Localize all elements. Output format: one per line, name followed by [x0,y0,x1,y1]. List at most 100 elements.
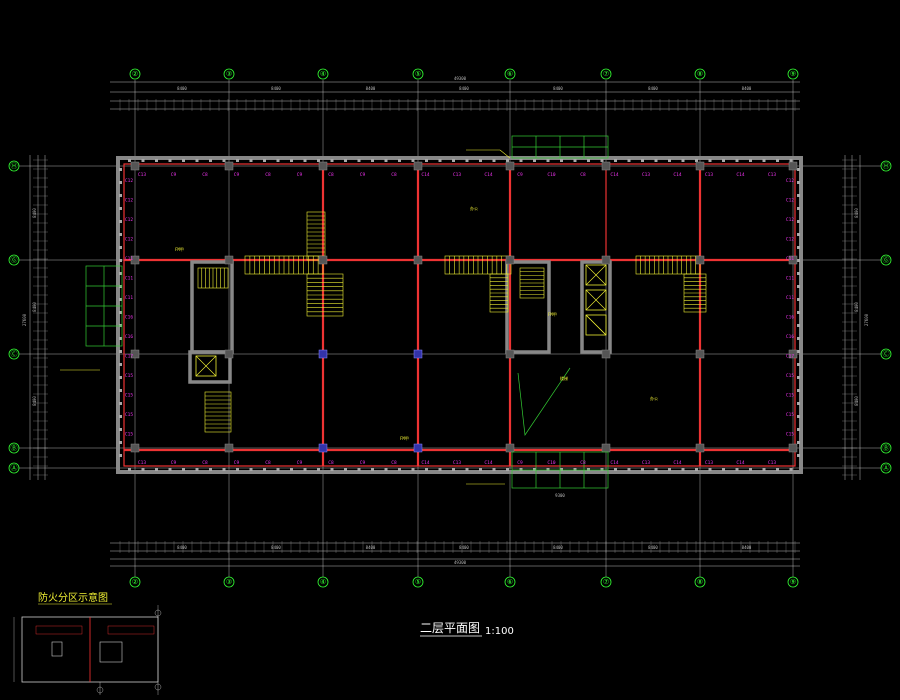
axis-bubble-label: Ⓒ [11,350,18,358]
top-bay-dimension: 8400 [648,86,658,91]
window-mullion [411,468,415,471]
fire-door-label-3: FM甲 [548,312,557,317]
column-label: C8 [328,460,334,466]
window-mullion [797,168,800,171]
axis-bubble-label: Ⓐ [883,464,890,472]
window-mullion [222,159,226,162]
axis-bubble-label: Ⓗ [11,162,18,170]
window-mullion [357,159,361,162]
axis-bubble-circle [8,442,20,454]
axis-bubble-label: Ⓗ [883,162,890,170]
window-mullion [695,159,698,162]
axis-bubble-circle [8,160,20,172]
window-mullion [303,159,307,162]
axis-bubble-label: Ⓖ [883,256,890,264]
column-label: C11 [786,295,794,301]
column-label: C14 [484,172,492,178]
window-mullion [209,468,212,471]
window-mullion [119,246,122,249]
column [505,349,515,359]
window-mullion [195,468,199,471]
window-mullion [722,468,725,471]
window-mullion [587,468,590,471]
column [130,161,140,171]
axis-bubble-label: ⑧ [697,578,703,586]
axis-bubble-label: ⑨ [790,70,796,78]
drawing-title-block: 二层平面图 1:100 [420,621,514,637]
column [413,161,423,171]
window-mullion [119,233,122,236]
axis-bubble-circle [600,68,612,80]
window-mullion [155,159,158,162]
window-mullion [776,468,779,471]
window-mullion [627,159,631,162]
axis-bubble-label: Ⓖ [11,256,18,264]
top-bay-dimension: 8400 [459,86,469,91]
room-label-2: 办公 [650,395,658,401]
axis-bubble-label: Ⓒ [883,350,890,358]
window-mullion [519,159,523,162]
column-label: C15 [125,393,133,399]
axis-bubble-label: ⑦ [603,70,609,78]
column-label: C8 [202,172,208,178]
axis-bubble-circle [317,68,329,80]
column-label: C9 [234,172,240,178]
column-label: C13 [642,172,650,178]
window-mullion [119,350,122,353]
top-bay-dimension: 8400 [271,86,281,91]
top-total-dimension: 49300 [454,76,467,81]
column [318,161,328,171]
window-mullion [465,159,469,162]
window-mullion [438,468,442,471]
window-mullion [236,159,239,162]
column-label: C15 [786,373,794,379]
axis-bubble-label: Ⓑ [11,444,18,452]
window-mullion [119,207,122,210]
column-label: C10 [547,172,555,178]
window-mullion [303,468,307,471]
column-label: C14 [673,172,681,178]
window-mullion [654,468,658,471]
window-mullion [182,468,185,471]
window-mullion [797,389,800,392]
window-mullion [654,159,658,162]
column-label: C14 [484,460,492,466]
window-mullion [641,159,644,162]
window-mullion [560,159,563,162]
annotations: 楼梯 FM甲 FM甲 FM甲 办公 办公 [60,149,658,485]
window-mullion [708,159,712,162]
column-label: C11 [786,276,794,282]
right-total-dimension: 27600 [864,313,869,326]
window-mullion [371,468,374,471]
column-label: C15 [786,393,794,399]
window-mullion [452,159,455,162]
window-mullion [797,350,800,353]
window-mullion [119,168,122,171]
axis-bubble-circle [223,68,235,80]
column [695,161,705,171]
axis-bubble-circle [129,576,141,588]
external-canopies [85,135,609,489]
column-label: C9 [171,460,177,466]
column-label: C15 [125,412,133,418]
column-label: C12 [786,198,794,204]
right-bay-dimension: 8400 [854,302,859,312]
column [695,443,705,453]
drawing-scale: 1:100 [485,626,514,637]
window-mullion [668,468,671,471]
column-label: C14 [421,172,429,178]
window-mullion [222,468,226,471]
axis-bubble-circle [787,576,799,588]
column-label: C9 [360,172,366,178]
window-mullion [546,468,550,471]
column-label: C14 [736,460,744,466]
room-label-1: 办公 [470,205,478,211]
window-mullion [119,311,122,314]
window-mullion [168,159,172,162]
window-mullion [371,159,374,162]
window-mullion [681,159,685,162]
axis-bubble-circle [412,68,424,80]
window-mullion [290,159,293,162]
